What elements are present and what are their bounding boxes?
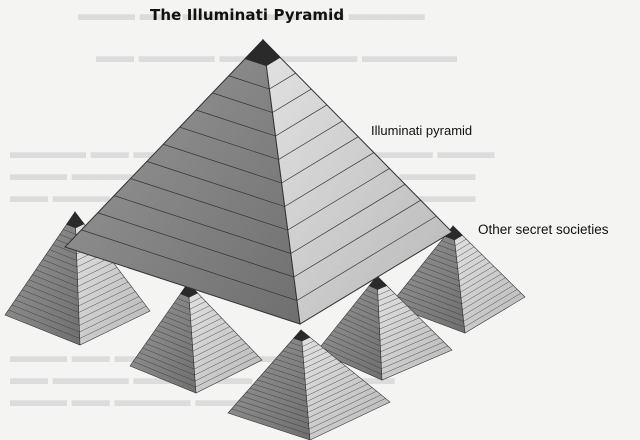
secondary-pyramids-label: Other secret societies [478, 222, 609, 237]
pyramid-left-face [5, 212, 80, 345]
main-pyramid-label: Illuminati pyramid [371, 123, 472, 138]
pyramid-right-face [453, 226, 525, 333]
